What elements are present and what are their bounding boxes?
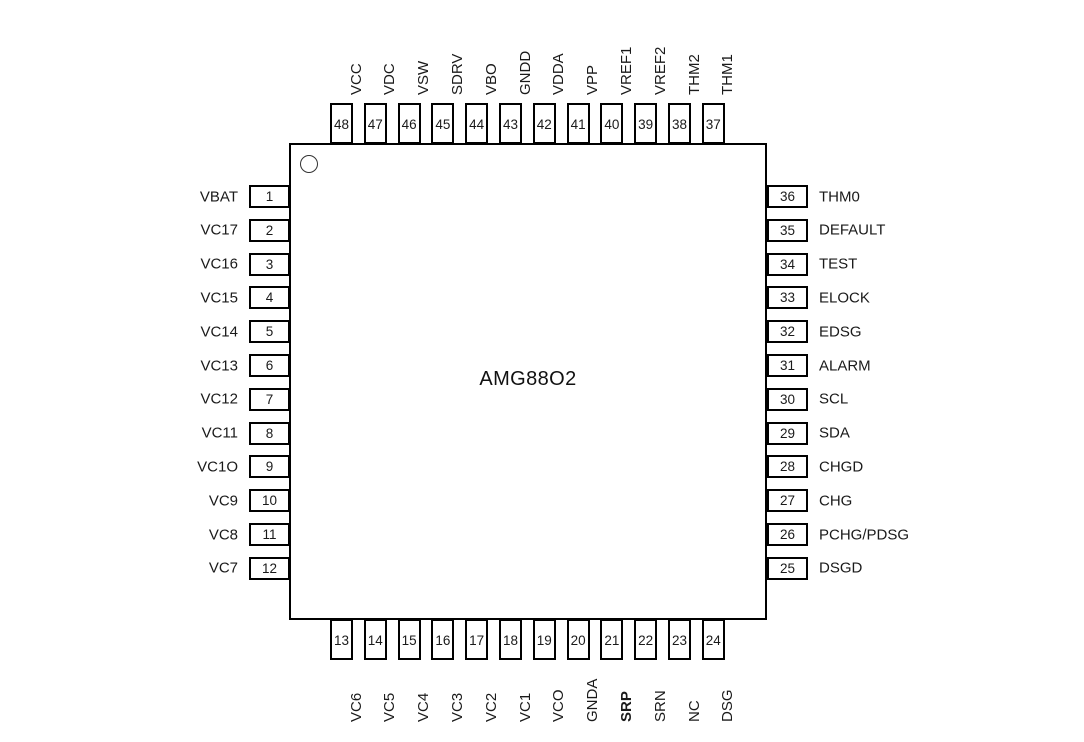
pin-label-35: DEFAULT bbox=[819, 221, 886, 239]
pin-label-26: PCHG/PDSG bbox=[819, 526, 910, 543]
pin1-marker-icon bbox=[300, 155, 318, 173]
pin-label-39: VREF2 bbox=[651, 46, 669, 95]
pin-pad-47[interactable]: 47 bbox=[363, 103, 387, 144]
pin-pad-48[interactable]: 48 bbox=[330, 103, 353, 144]
pin-pad-20[interactable]: 20 bbox=[566, 619, 590, 660]
pin-pad-46[interactable]: 46 bbox=[397, 103, 421, 144]
pin-pad-4[interactable]: 4 bbox=[249, 286, 290, 310]
pin-label-23: NC bbox=[685, 700, 703, 722]
pin-pad-40[interactable]: 40 bbox=[600, 103, 624, 144]
pin-pad-12[interactable]: 12 bbox=[249, 556, 290, 580]
pin-label-4: VC15 bbox=[200, 289, 238, 307]
pin-pad-39[interactable]: 39 bbox=[634, 103, 658, 144]
pin-label-28: CHGD bbox=[819, 458, 864, 476]
pin-pad-21[interactable]: 21 bbox=[600, 619, 624, 660]
pin-pad-26[interactable]: 26 bbox=[767, 523, 808, 546]
pin-pad-3[interactable]: 3 bbox=[249, 252, 290, 276]
pin-pad-35[interactable]: 35 bbox=[767, 218, 808, 242]
pin-pad-29[interactable]: 29 bbox=[767, 421, 808, 445]
pin-label-30: SCL bbox=[819, 390, 849, 408]
pin-label-12: VC7 bbox=[208, 559, 238, 577]
pin-pad-13[interactable]: 13 bbox=[330, 619, 353, 660]
pin-pad-22[interactable]: 22 bbox=[634, 619, 658, 660]
pin-label-9: VC1O bbox=[197, 458, 238, 476]
pin-label-24: DSG bbox=[719, 689, 737, 722]
pin-label-7: VC12 bbox=[200, 390, 238, 408]
pin-pad-15[interactable]: 15 bbox=[397, 619, 421, 660]
pin-pad-23[interactable]: 23 bbox=[668, 619, 691, 660]
pin-pad-14[interactable]: 14 bbox=[363, 619, 387, 660]
pin-pad-31[interactable]: 31 bbox=[767, 354, 808, 377]
pin-pad-43[interactable]: 43 bbox=[499, 103, 522, 144]
pin-pad-27[interactable]: 27 bbox=[767, 489, 808, 513]
pin-pad-45[interactable]: 45 bbox=[431, 103, 455, 144]
pin-label-31: ALARM bbox=[819, 357, 871, 374]
pin-label-17: VC2 bbox=[482, 692, 500, 722]
pin-label-33: ELOCK bbox=[819, 289, 870, 307]
pin-label-36: THM0 bbox=[819, 188, 860, 205]
pin-label-20: GNDA bbox=[584, 678, 602, 722]
pin-label-37: THM1 bbox=[719, 54, 737, 95]
pin-pad-19[interactable]: 19 bbox=[532, 619, 556, 660]
pin-label-15: VC4 bbox=[415, 692, 433, 722]
pin-label-19: VCO bbox=[550, 689, 568, 722]
pin-pad-9[interactable]: 9 bbox=[249, 455, 290, 479]
pin-pad-16[interactable]: 16 bbox=[431, 619, 455, 660]
pin-label-1: VBAT bbox=[199, 188, 238, 205]
pin-label-44: VBO bbox=[482, 63, 500, 95]
pin-label-43: GNDD bbox=[516, 50, 534, 95]
pin-label-29: SDA bbox=[819, 424, 850, 442]
pin-pad-7[interactable]: 7 bbox=[249, 387, 290, 411]
pin-pad-24[interactable]: 24 bbox=[701, 619, 725, 660]
pin-pad-10[interactable]: 10 bbox=[249, 489, 290, 513]
pin-label-25: DSGD bbox=[819, 559, 863, 577]
pin-label-6: VC13 bbox=[200, 357, 238, 374]
pin-label-22: SRN bbox=[651, 690, 669, 722]
pin-pad-18[interactable]: 18 bbox=[499, 619, 522, 660]
pin-label-45: SDRV bbox=[448, 53, 466, 95]
pin-pad-28[interactable]: 28 bbox=[767, 455, 808, 479]
pin-label-18: VC1 bbox=[516, 692, 534, 722]
pin-label-47: VDC bbox=[381, 63, 399, 95]
pin-label-13: VC6 bbox=[347, 692, 365, 722]
pin-label-5: VC14 bbox=[200, 323, 238, 341]
pin-label-8: VC11 bbox=[201, 424, 238, 442]
pin-pad-5[interactable]: 5 bbox=[249, 320, 290, 344]
pin-pad-41[interactable]: 41 bbox=[566, 103, 590, 144]
pin-pad-34[interactable]: 34 bbox=[767, 252, 808, 276]
pin-label-11: VC8 bbox=[208, 526, 238, 543]
pin-pad-44[interactable]: 44 bbox=[465, 103, 489, 144]
pin-pad-6[interactable]: 6 bbox=[249, 354, 290, 377]
pin-pad-42[interactable]: 42 bbox=[532, 103, 556, 144]
pin-label-10: VC9 bbox=[208, 492, 238, 510]
pin-pad-32[interactable]: 32 bbox=[767, 320, 808, 344]
pin-label-41: VPP bbox=[584, 64, 602, 95]
pin-label-32: EDSG bbox=[819, 323, 862, 341]
pin-label-3: VC16 bbox=[200, 255, 238, 273]
pin-label-46: VSW bbox=[415, 60, 433, 95]
pin-label-40: VREF1 bbox=[617, 46, 635, 95]
pin-pad-2[interactable]: 2 bbox=[249, 218, 290, 242]
pin-label-42: VDDA bbox=[550, 53, 568, 95]
pin-pad-30[interactable]: 30 bbox=[767, 387, 808, 411]
chip-package-body bbox=[289, 143, 767, 620]
pin-pad-38[interactable]: 38 bbox=[668, 103, 691, 144]
pin-label-34: TEST bbox=[819, 255, 858, 273]
pin-label-21: SRP bbox=[617, 691, 635, 722]
pin-label-14: VC5 bbox=[381, 692, 399, 722]
pin-pad-36[interactable]: 36 bbox=[767, 185, 808, 208]
pin-pad-17[interactable]: 17 bbox=[465, 619, 489, 660]
pin-label-38: THM2 bbox=[685, 54, 703, 95]
pin-pad-8[interactable]: 8 bbox=[249, 421, 290, 445]
chip-part-number: AMG88O2 bbox=[479, 368, 577, 390]
pin-pad-11[interactable]: 11 bbox=[249, 523, 290, 546]
pin-pad-33[interactable]: 33 bbox=[767, 286, 808, 310]
pin-label-16: VC3 bbox=[448, 692, 466, 722]
pin-pad-1[interactable]: 1 bbox=[249, 185, 290, 208]
pin-pad-25[interactable]: 25 bbox=[767, 556, 808, 580]
pin-label-48: VCC bbox=[347, 63, 365, 95]
pin-label-27: CHG bbox=[819, 492, 853, 510]
pin-label-2: VC17 bbox=[200, 221, 238, 239]
pin-pad-37[interactable]: 37 bbox=[701, 103, 725, 144]
